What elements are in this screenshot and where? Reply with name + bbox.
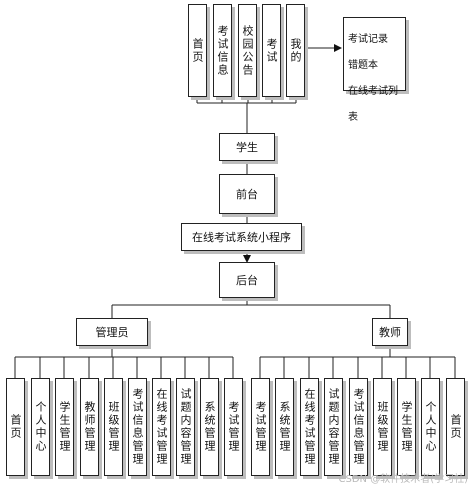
frontend-label: 前台 (236, 187, 258, 201)
admin-module-exam-mgmt-label: 考试管理 (227, 401, 240, 453)
teacher-module-exam-info-mgmt: 考试信息管理 (349, 378, 368, 476)
student-label: 学生 (236, 140, 258, 154)
teacher-module-student-mgmt: 学生管理 (397, 378, 416, 476)
admin-module-exam-mgmt: 考试管理 (224, 378, 243, 476)
admin-node: 管理员 (76, 318, 148, 346)
teacher-module-personal-center: 个人中心 (421, 378, 440, 476)
admin-module-exam-info-mgmt-label: 考试信息管理 (131, 388, 144, 466)
watermark-text: CSDN @软件技术者(学习社) (338, 474, 469, 485)
note-line-4: 表 (348, 112, 358, 123)
admin-module-teacher-mgmt: 教师管理 (80, 378, 99, 476)
note-line-1: 考试记录 (348, 34, 388, 45)
backend-label: 后台 (236, 273, 258, 287)
admin-module-online-exam-mgmt-label: 在线考试管理 (155, 388, 168, 466)
admin-module-system-mgmt-label: 系统管理 (203, 401, 216, 453)
teacher-module-home-label: 首页 (449, 414, 462, 440)
module-home-label: 首页 (191, 37, 204, 64)
admin-module-class-mgmt-label: 班级管理 (107, 401, 120, 453)
teacher-module-online-exam-mgmt: 在线考试管理 (300, 378, 319, 476)
module-exam-info-label: 考试信息 (216, 24, 229, 77)
system-label: 在线考试系统小程序 (192, 230, 291, 244)
admin-module-personal-center-label: 个人中心 (34, 401, 47, 453)
teacher-module-question-mgmt: 试题内容管理 (324, 378, 343, 476)
module-exam-info: 考试信息 (213, 4, 232, 97)
admin-module-personal-center: 个人中心 (31, 378, 50, 476)
module-exam: 考试 (262, 4, 281, 97)
admin-label: 管理员 (95, 325, 129, 339)
note-line-2: 错题本 (348, 60, 378, 71)
teacher-label: 教师 (379, 325, 401, 339)
system-node: 在线考试系统小程序 (181, 223, 302, 251)
admin-module-question-mgmt-label: 试题内容管理 (179, 388, 192, 466)
teacher-module-exam-mgmt: 考试管理 (251, 378, 270, 476)
module-mine-label: 我的 (289, 37, 302, 64)
teacher-module-exam-mgmt-label: 考试管理 (254, 401, 267, 453)
module-home: 首页 (188, 4, 207, 97)
teacher-module-question-mgmt-label: 试题内容管理 (327, 388, 340, 466)
teacher-module-system-mgmt: 系统管理 (275, 378, 294, 476)
admin-module-system-mgmt: 系统管理 (200, 378, 219, 476)
note-line-3: 在线考试列 (348, 86, 398, 97)
admin-module-exam-info-mgmt: 考试信息管理 (128, 378, 147, 476)
teacher-module-class-mgmt-label: 班级管理 (376, 401, 389, 453)
student-node: 学生 (219, 133, 275, 161)
admin-module-student-mgmt-label: 学生管理 (58, 401, 71, 453)
admin-module-question-mgmt: 试题内容管理 (176, 378, 195, 476)
teacher-module-student-mgmt-label: 学生管理 (400, 401, 413, 453)
admin-module-class-mgmt: 班级管理 (104, 378, 123, 476)
admin-module-student-mgmt: 学生管理 (55, 378, 74, 476)
admin-module-home: 首页 (6, 378, 25, 476)
module-campus-notice: 校园公告 (238, 4, 257, 97)
frontend-node: 前台 (219, 174, 275, 214)
backend-node: 后台 (219, 262, 275, 298)
admin-module-teacher-mgmt-label: 教师管理 (83, 401, 96, 453)
teacher-node: 教师 (372, 318, 408, 346)
teacher-module-exam-info-mgmt-label: 考试信息管理 (352, 388, 365, 466)
teacher-module-system-mgmt-label: 系统管理 (278, 401, 291, 453)
admin-module-home-label: 首页 (9, 414, 22, 440)
module-exam-label: 考试 (265, 37, 278, 64)
my-features-note: 考试记录 错题本 在线考试列 表 (343, 17, 406, 123)
module-campus-notice-label: 校园公告 (241, 24, 254, 77)
module-mine: 我的 (286, 4, 305, 97)
admin-module-online-exam-mgmt: 在线考试管理 (152, 378, 171, 476)
teacher-module-home: 首页 (446, 378, 465, 476)
teacher-module-online-exam-mgmt-label: 在线考试管理 (303, 388, 316, 466)
teacher-module-personal-center-label: 个人中心 (424, 401, 437, 453)
teacher-module-class-mgmt: 班级管理 (373, 378, 392, 476)
